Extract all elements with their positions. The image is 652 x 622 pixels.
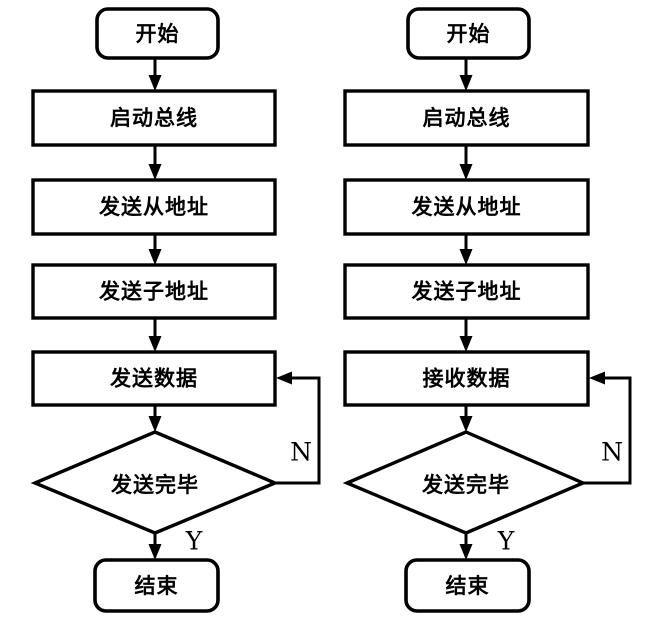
edge-step4-to-decision — [148, 405, 162, 432]
edge-label-yes: Y — [497, 527, 515, 556]
node-label: 发送完毕 — [421, 473, 510, 497]
edge-line — [583, 376, 632, 485]
edge-start-to-step1 — [148, 58, 162, 91]
edge-label-no: N — [601, 438, 623, 467]
arrow-head-icon — [459, 249, 473, 265]
arrow-head-icon — [148, 336, 162, 352]
edge-decision-yes-left: Y — [148, 527, 203, 560]
node-decision-right: 发送完毕 — [342, 430, 588, 535]
node-shape-rect — [31, 89, 277, 147]
node-label: 结束 — [446, 574, 490, 598]
node-label: 发送子地址 — [411, 280, 522, 304]
flowchart-column-left: 开始 启动总线 发送从地址 — [30, 7, 321, 613]
node-start-left: 开始 — [95, 7, 220, 60]
arrow-head-icon — [459, 416, 473, 432]
arrow-head-icon — [148, 249, 162, 265]
arrow-head-icon — [589, 371, 605, 385]
node-shape-rounded-rect — [93, 558, 220, 613]
arrow-head-icon — [459, 164, 473, 180]
node-label: 发送数据 — [109, 367, 198, 391]
node-step4-right: 接收数据 — [343, 350, 590, 407]
node-shape-rect — [31, 263, 277, 320]
edge-step4-to-decision — [459, 405, 473, 432]
edge-step2-to-step3 — [148, 234, 162, 265]
arrow-head-icon — [459, 75, 473, 91]
node-label: 启动总线 — [423, 106, 511, 130]
arrow-head-icon — [148, 75, 162, 91]
node-step3-left: 发送子地址 — [31, 263, 277, 320]
edge-start-to-step1 — [459, 58, 473, 91]
edge-step1-to-step2 — [148, 145, 162, 180]
node-decision-left: 发送完毕 — [30, 430, 280, 535]
edge-step3-to-step4 — [459, 318, 473, 352]
node-shape-rounded-rect — [95, 7, 220, 60]
edge-label-yes: Y — [185, 527, 203, 556]
arrow-head-icon — [148, 416, 162, 432]
edge-step3-to-step4 — [148, 318, 162, 352]
node-label: 启动总线 — [110, 106, 198, 130]
node-label: 发送从地址 — [98, 195, 209, 219]
node-shape-rect — [343, 178, 590, 236]
node-end-left: 结束 — [93, 558, 220, 613]
node-label: 开始 — [447, 22, 491, 46]
node-label: 发送完毕 — [110, 473, 199, 497]
edge-label-no: N — [290, 438, 312, 467]
node-shape-rect — [343, 89, 590, 147]
node-step4-left: 发送数据 — [31, 350, 277, 407]
edge-decision-no-loop-left: N — [275, 371, 321, 485]
node-step3-right: 发送子地址 — [343, 263, 590, 320]
flowchart-column-right: 开始 启动总线 发送从地址 — [342, 7, 632, 613]
node-shape-rounded-rect — [406, 7, 531, 60]
node-label: 发送子地址 — [98, 280, 209, 304]
node-label: 结束 — [135, 574, 179, 598]
node-label: 开始 — [136, 22, 180, 46]
edge-line — [275, 376, 321, 485]
node-step1-right: 启动总线 — [343, 89, 590, 147]
arrow-head-icon — [148, 164, 162, 180]
node-end-right: 结束 — [404, 558, 531, 613]
node-step2-left: 发送从地址 — [31, 178, 277, 236]
node-shape-rounded-rect — [404, 558, 531, 613]
arrow-head-icon — [459, 544, 473, 560]
edge-step1-to-step2 — [459, 145, 473, 180]
edge-step2-to-step3 — [459, 234, 473, 265]
node-label: 接收数据 — [423, 367, 511, 391]
node-step2-right: 发送从地址 — [343, 178, 590, 236]
node-label: 发送从地址 — [411, 195, 522, 219]
arrow-head-icon — [459, 336, 473, 352]
node-start-right: 开始 — [406, 7, 531, 60]
arrow-head-icon — [276, 371, 292, 385]
arrow-head-icon — [148, 544, 162, 560]
edge-decision-no-loop-right: N — [583, 371, 632, 485]
node-step1-left: 启动总线 — [31, 89, 277, 147]
node-shape-rect — [343, 263, 590, 320]
edge-decision-yes-right: Y — [459, 527, 515, 560]
